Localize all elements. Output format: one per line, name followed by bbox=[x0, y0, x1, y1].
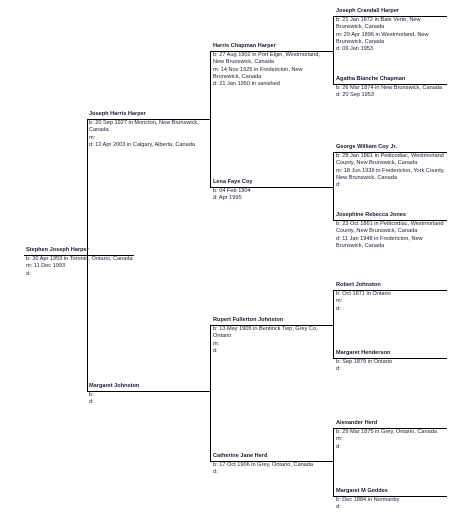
person-harris-chapman-harper: Harris Chapman Harper b: 27 Aug 1902 in … bbox=[213, 43, 331, 88]
person-name: Joseph Crandall Harper bbox=[336, 8, 400, 14]
person-stephen-joseph-harper: Stephen Joseph Harper b: 30 Apr 1959 in … bbox=[26, 247, 134, 278]
birth-line: b: 04 Feb 1904 bbox=[213, 188, 251, 195]
name-underline-p2 bbox=[87, 119, 210, 120]
death-line: d: bbox=[336, 182, 341, 189]
death-line: d: 20 Sep 1953 bbox=[336, 92, 374, 99]
marriage-line: m: 18 Jun 1939 in Fredericton, York Coun… bbox=[336, 167, 445, 181]
name-underline-p10 bbox=[333, 152, 447, 153]
birth-line: b: 17 Oct 1906 in Grey, Ontario, Canada bbox=[213, 462, 314, 469]
person-name: Alexander Herd bbox=[336, 420, 378, 426]
name-underline-p4 bbox=[210, 51, 333, 52]
death-line: d: bbox=[26, 270, 31, 277]
death-line: d: bbox=[336, 366, 341, 373]
birth-line: b: 30 Apr 1959 in Toronto, Ontario, Cana… bbox=[26, 256, 133, 263]
person-name: Lena Faye Coy bbox=[213, 179, 253, 185]
person-alexander-herd: Alexander Herd b: 29 Mar 1875 in Grey, O… bbox=[336, 420, 448, 451]
person-name: Robert Johnston bbox=[336, 282, 381, 288]
death-line: d: bbox=[213, 469, 218, 476]
person-josephine-rebecca-jones: Josephine Rebecca Jones b: 23 Oct 1861 i… bbox=[336, 212, 448, 250]
connector-p4-parents bbox=[333, 16, 334, 85]
death-line: d: 09 Jan 1953 bbox=[336, 46, 374, 53]
marriage-line: m: bbox=[89, 134, 96, 141]
connector-p5-parents bbox=[333, 152, 334, 221]
person-joseph-crandall-harper: Joseph Crandall Harper b: 21 Jan 1872 in… bbox=[336, 8, 448, 53]
person-margaret-henderson: Margaret Henderson b: Sep 1879 in Ontari… bbox=[336, 350, 448, 374]
person-name: Margaret Johnston bbox=[89, 383, 140, 389]
birth-line: b: Oct 1871 in Ontario bbox=[336, 291, 391, 298]
death-line: d: Apr 1995 bbox=[213, 195, 242, 202]
name-underline-p8 bbox=[333, 16, 447, 17]
name-underline-p12 bbox=[333, 290, 447, 291]
person-margaret-m-geddes: Margaret M Geddes b: Dec 1884 in Normanb… bbox=[336, 488, 448, 512]
birth-line: b: 23 Oct 1861 in Petitcodiac, Westmorla… bbox=[336, 221, 444, 235]
death-line: d: bbox=[336, 504, 341, 511]
connector-p2-parents bbox=[210, 51, 211, 188]
name-underline-p1 bbox=[24, 255, 134, 256]
birth-line: b: 20 Sep 1927 in Moncton, New Brunswick… bbox=[89, 120, 199, 134]
birth-line: b: bbox=[89, 392, 94, 399]
marriage-line: m: 14 Nov 1925 in Fredericton, New Bruns… bbox=[213, 66, 303, 80]
death-line: d: bbox=[213, 347, 218, 354]
person-name: Agatha Blanche Chapman bbox=[336, 76, 406, 82]
name-underline-p6 bbox=[210, 325, 333, 326]
person-margaret-johnston: Margaret Johnston b: d: bbox=[89, 383, 207, 407]
connector-p3-parents bbox=[210, 325, 211, 462]
birth-line: b: 28 Jan 1861 in Petitcodiac, Westmorla… bbox=[336, 153, 444, 167]
birth-line: b: Dec 1884 in Normanby bbox=[336, 497, 400, 504]
marriage-line: m: 11 Dec 1993 bbox=[26, 263, 66, 270]
death-line: d: bbox=[336, 443, 341, 450]
name-underline-p14 bbox=[333, 428, 447, 429]
person-name: Margaret Henderson bbox=[336, 350, 391, 356]
marriage-line: m: bbox=[336, 436, 343, 443]
name-underline-p7 bbox=[210, 461, 333, 462]
connector-p6-parents bbox=[333, 290, 334, 359]
person-agatha-blanche-chapman: Agatha Blanche Chapman b: 26 Mar 1874 in… bbox=[336, 76, 448, 100]
birth-line: b: 26 Mar 1874 in New Brunswick, Canada bbox=[336, 85, 443, 92]
name-underline-p11 bbox=[333, 220, 447, 221]
death-line: d: 21 Jan 1950 in vanished bbox=[213, 81, 280, 88]
name-underline-p15 bbox=[333, 496, 447, 497]
death-line: d: bbox=[336, 305, 341, 312]
person-rupert-fullerton-johnston: Rupert Fullerton Johnston b: 13 May 1905… bbox=[213, 317, 331, 355]
birth-line: b: 21 Jan 1872 in Baie Verte, New Brunsw… bbox=[336, 17, 421, 31]
person-name: George William Coy Jr. bbox=[336, 144, 397, 150]
marriage-line: m: 29 Apr 1896 in Westmorland, New Bruns… bbox=[336, 31, 429, 45]
person-name: Josephine Rebecca Jones bbox=[336, 212, 406, 218]
person-name: Joseph Harris Harper bbox=[89, 111, 146, 117]
birth-line: b: 27 Aug 1902 in Port Elgin, Westmorlan… bbox=[213, 52, 320, 66]
death-line: d: bbox=[89, 399, 94, 406]
connector-p1-parents bbox=[87, 120, 88, 392]
marriage-line: m: bbox=[336, 298, 343, 305]
name-underline-p13 bbox=[333, 358, 447, 359]
person-name: Stephen Joseph Harper bbox=[26, 247, 89, 253]
name-underline-p9 bbox=[333, 84, 447, 85]
name-underline-p5 bbox=[210, 187, 333, 188]
person-catherine-jane-herd: Catherine Jane Herd b: 17 Oct 1906 in Gr… bbox=[213, 453, 331, 477]
person-name: Rupert Fullerton Johnston bbox=[213, 317, 284, 323]
death-line: d: 12 Apr 2003 in Calgary, Alberta, Cana… bbox=[89, 141, 195, 148]
birth-line: b: 29 Mar 1875 in Grey, Ontario, Canada bbox=[336, 429, 437, 436]
person-joseph-harris-harper: Joseph Harris Harper b: 20 Sep 1927 in M… bbox=[89, 111, 207, 149]
connector-p7-parents bbox=[333, 428, 334, 497]
person-name: Harris Chapman Harper bbox=[213, 43, 276, 49]
death-line: d: 11 Jan 1948 in Fredericton, New Bruns… bbox=[336, 235, 423, 249]
birth-line: b: Sep 1879 in Ontario bbox=[336, 359, 392, 366]
person-robert-johnston: Robert Johnston b: Oct 1871 in Ontario m… bbox=[336, 282, 448, 313]
birth-line: b: 13 May 1905 in Bentinck Twp, Grey Co,… bbox=[213, 326, 318, 340]
marriage-line: m: bbox=[213, 340, 220, 347]
person-name: Catherine Jane Herd bbox=[213, 453, 268, 459]
name-underline-p3 bbox=[87, 391, 210, 392]
person-lena-faye-coy: Lena Faye Coy b: 04 Feb 1904 d: Apr 1995 bbox=[213, 179, 331, 203]
person-george-william-coy-jr: George William Coy Jr. b: 28 Jan 1861 in… bbox=[336, 144, 448, 189]
person-name: Margaret M Geddes bbox=[336, 488, 388, 494]
